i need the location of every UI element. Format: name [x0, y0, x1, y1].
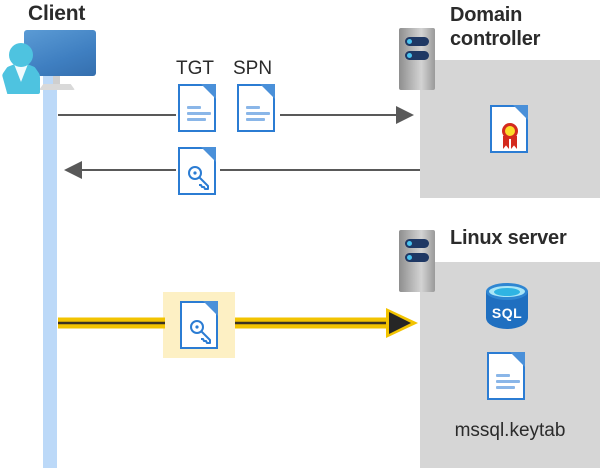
document-fold-icon — [513, 105, 528, 120]
rack-bay-icon — [405, 239, 429, 248]
certificate-ribbon-icon — [503, 136, 509, 149]
monitor-stand-icon — [53, 76, 60, 86]
domain-controller-title: Domain controller — [450, 3, 600, 51]
linux-server-rack-icon — [399, 230, 435, 292]
document-fold-icon — [203, 301, 218, 316]
client-lifeline — [43, 68, 57, 468]
certificate-document-icon — [490, 105, 528, 153]
monitor-base-icon — [39, 84, 75, 90]
ticket-key-document-icon — [178, 147, 216, 195]
monitor-icon — [24, 30, 96, 76]
service-ticket-key-document-icon — [180, 301, 218, 349]
certificate-ribbon-icon — [511, 136, 517, 149]
client-title: Client — [28, 2, 86, 25]
person-head-icon — [9, 43, 33, 67]
document-fold-icon — [260, 84, 275, 99]
domain-controller-title-line2: controller — [450, 28, 541, 50]
document-lines-icon — [187, 106, 211, 124]
rack-bay-icon — [405, 51, 429, 60]
document-fold-icon — [510, 352, 525, 367]
document-fold-icon — [201, 84, 216, 99]
database-top-inner-icon — [494, 288, 520, 296]
document-lines-icon — [496, 374, 520, 392]
certificate-seal-icon — [502, 123, 518, 139]
tgt-label: TGT — [176, 58, 214, 79]
domain-controller-server-rack-icon — [399, 28, 435, 90]
document-fold-icon — [201, 147, 216, 162]
gold-arrow-highlight-to-linux-server — [235, 308, 418, 338]
sql-label: SQL — [491, 305, 523, 321]
domain-controller-title-line1: Domain — [450, 4, 523, 26]
spn-label: SPN — [233, 58, 273, 79]
sql-database-icon: SQL — [486, 283, 528, 335]
keytab-document-icon — [487, 352, 525, 400]
rack-bay-icon — [405, 253, 429, 262]
key-icon — [188, 166, 209, 190]
keytab-filename-label: mssql.keytab — [454, 420, 566, 441]
spn-document-icon — [237, 84, 275, 132]
document-lines-icon — [246, 106, 270, 124]
rack-bay-icon — [405, 37, 429, 46]
linux-server-title: Linux server — [450, 227, 567, 249]
key-icon — [190, 320, 211, 344]
tgt-document-icon — [178, 84, 216, 132]
